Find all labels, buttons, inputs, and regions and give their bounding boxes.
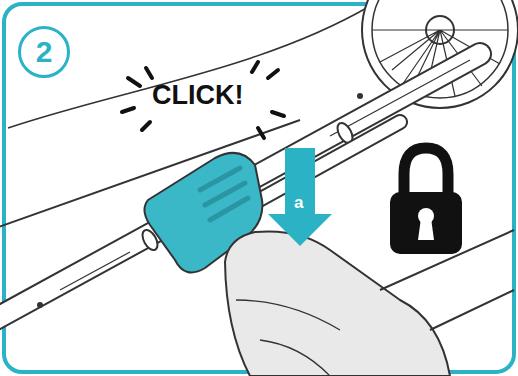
callout-letter: a [294,194,303,211]
lower-rod [250,122,400,205]
step-number: 2 [36,37,53,67]
canopy-edge [8,6,370,128]
shoe [225,230,514,376]
click-sparks [122,62,284,138]
press-arrow [268,148,332,246]
wheel [362,0,518,108]
lock-icon [390,148,462,254]
step-number-circle: 2 [18,26,70,78]
sound-label: CLICK! [152,82,243,109]
